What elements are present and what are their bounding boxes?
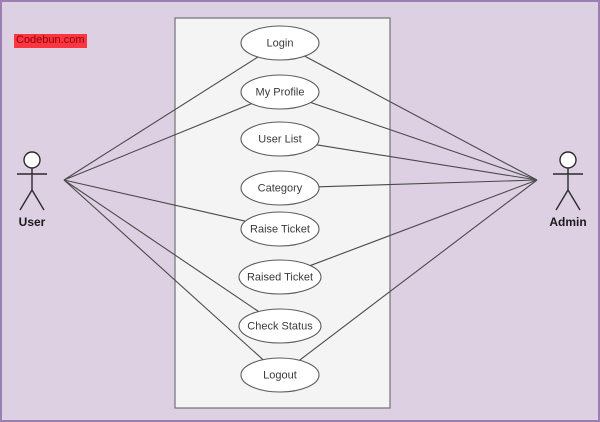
actor-label-admin: Admin bbox=[549, 215, 586, 229]
actor-label-user: User bbox=[19, 215, 46, 229]
use-case-ellipse-logout bbox=[240, 357, 320, 393]
use-case-check-status[interactable]: Check Status bbox=[238, 308, 322, 344]
association-user-raise-ticket[interactable] bbox=[63, 179, 246, 222]
actor-leg-right-user bbox=[31, 189, 45, 211]
use-case-ellipse-raised-ticket bbox=[238, 259, 322, 295]
association-admin-login[interactable] bbox=[304, 55, 538, 181]
association-admin-category[interactable] bbox=[318, 179, 538, 188]
actor-admin[interactable]: Admin bbox=[549, 151, 587, 229]
actor-leg-left-user bbox=[19, 189, 33, 211]
use-case-ellipse-raise-ticket bbox=[240, 211, 320, 247]
use-case-label-user-list: User List bbox=[258, 133, 301, 145]
actors-group: User Admin bbox=[17, 151, 587, 229]
association-admin-user-list[interactable] bbox=[316, 144, 538, 181]
use-case-ellipse-user-list bbox=[240, 121, 320, 157]
association-user-check-status[interactable] bbox=[63, 179, 259, 312]
use-case-logout[interactable]: Logout bbox=[240, 357, 320, 393]
actor-leg-right-admin bbox=[567, 189, 581, 211]
association-admin-raised-ticket[interactable] bbox=[310, 179, 538, 267]
use-case-my-profile[interactable]: My Profile bbox=[240, 74, 320, 110]
actor-user[interactable]: User bbox=[17, 151, 47, 229]
association-user-login[interactable] bbox=[63, 56, 259, 181]
use-case-login[interactable]: Login bbox=[240, 25, 320, 61]
use-case-label-check-status: Check Status bbox=[247, 320, 313, 332]
use-case-label-my-profile: My Profile bbox=[256, 86, 305, 98]
use-case-category[interactable]: Category bbox=[240, 170, 320, 206]
actor-head-admin bbox=[559, 151, 577, 169]
use-case-label-raised-ticket: Raised Ticket bbox=[247, 271, 313, 283]
use-case-raise-ticket[interactable]: Raise Ticket bbox=[240, 211, 320, 247]
association-user-logout[interactable] bbox=[63, 179, 264, 361]
association-lines-group bbox=[63, 55, 538, 361]
use-case-user-list[interactable]: User List bbox=[240, 121, 320, 157]
actor-head-user bbox=[23, 151, 41, 169]
use-case-label-raise-ticket: Raise Ticket bbox=[250, 223, 310, 235]
watermark-codebun: Codebun.com bbox=[14, 34, 87, 48]
association-admin-logout[interactable] bbox=[299, 179, 538, 361]
actor-leg-left-admin bbox=[555, 189, 569, 211]
use-case-ellipse-check-status bbox=[238, 308, 322, 344]
use-case-ellipse-category bbox=[240, 170, 320, 206]
use-case-ellipse-login bbox=[240, 25, 320, 61]
use-case-ellipse-my-profile bbox=[240, 74, 320, 110]
use-case-label-logout: Logout bbox=[263, 369, 297, 381]
association-user-my-profile[interactable] bbox=[63, 103, 252, 181]
use-case-label-category: Category bbox=[258, 182, 303, 194]
use-case-raised-ticket[interactable]: Raised Ticket bbox=[238, 259, 322, 295]
use-case-label-login: Login bbox=[267, 37, 294, 49]
association-admin-my-profile[interactable] bbox=[310, 101, 538, 181]
